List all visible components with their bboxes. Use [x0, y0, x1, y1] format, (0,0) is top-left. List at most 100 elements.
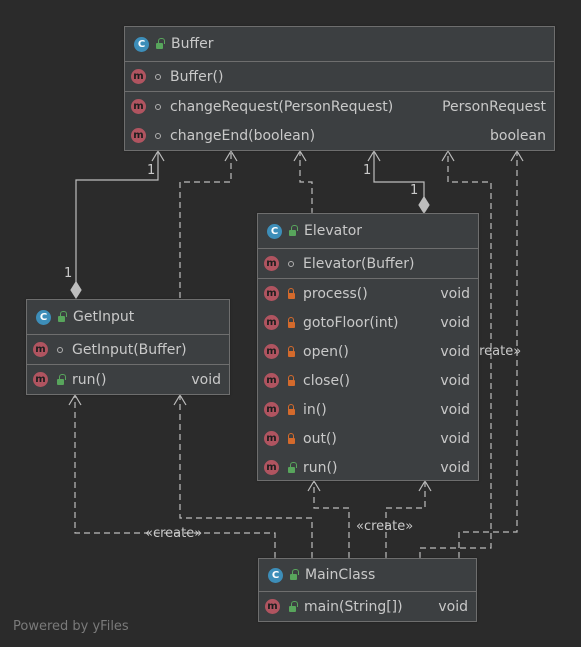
class-node-mainclass[interactable]: C MainClass m main(String[]) void: [258, 558, 477, 622]
constructor-signature: Elevator(Buffer): [303, 255, 415, 272]
arrow-create-getinput: [68, 393, 82, 406]
class-icon: C: [267, 223, 282, 239]
constructor-row[interactable]: m Elevator(Buffer): [258, 249, 478, 278]
method-row[interactable]: m gotoFloor(int) void: [258, 308, 478, 337]
multiplicity-label: 1: [410, 183, 419, 198]
edge-getinput-uses-buffer: [179, 152, 232, 298]
class-icon: C: [36, 309, 51, 325]
method-signature: in(): [303, 401, 327, 418]
method-icon: m: [264, 402, 279, 417]
method-icon: m: [264, 256, 279, 271]
edge-main-creates-elevator: [385, 482, 426, 558]
return-type: boolean: [490, 127, 546, 144]
arrow-main-getinput: [173, 393, 187, 406]
arrow-create-buffer: [441, 149, 455, 162]
class-name: GetInput: [73, 309, 135, 325]
diamond-getinput: [70, 280, 82, 300]
method-icon: m: [264, 344, 279, 359]
method-icon: m: [264, 431, 279, 446]
class-icon: C: [268, 567, 283, 583]
method-signature: gotoFloor(int): [303, 314, 399, 331]
method-signature: run(): [303, 459, 338, 476]
package-visibility-icon: [285, 260, 297, 267]
class-icon: C: [134, 36, 149, 52]
arrow-dep-elevator-buffer: [293, 149, 307, 162]
package-visibility-icon: [152, 103, 164, 110]
class-name: Elevator: [304, 223, 363, 239]
class-header[interactable]: C GetInput: [27, 300, 229, 335]
method-row[interactable]: m close() void: [258, 366, 478, 395]
method-icon: m: [33, 372, 48, 387]
constructor-row[interactable]: m Buffer(): [125, 62, 554, 91]
class-name: MainClass: [305, 567, 376, 583]
private-lock-icon: [285, 403, 297, 415]
return-type: void: [191, 371, 221, 388]
package-visibility-icon: [152, 132, 164, 139]
private-lock-icon: [285, 316, 297, 328]
method-row[interactable]: m main(String[]) void: [259, 592, 476, 621]
method-signature: out(): [303, 430, 337, 447]
arrow-elevator-buffer: [367, 149, 381, 162]
create-stereotype-label: «create»: [145, 526, 203, 541]
class-node-elevator[interactable]: C Elevator m Elevator(Buffer) m process(…: [257, 213, 479, 481]
constructor-signature: GetInput(Buffer): [72, 341, 187, 358]
constructor-row[interactable]: m GetInput(Buffer): [27, 335, 229, 364]
class-header[interactable]: C Buffer: [125, 27, 554, 62]
method-row[interactable]: m process() void: [258, 279, 478, 308]
arrow-main-buffer: [510, 149, 524, 162]
edge-main-uses-elevator: [313, 482, 350, 558]
return-type: void: [440, 430, 470, 447]
method-row[interactable]: m in() void: [258, 395, 478, 424]
edge-main-creates-getinput: [74, 396, 276, 558]
return-type: void: [440, 285, 470, 302]
return-type: void: [438, 598, 468, 615]
edge-elevator-uses-buffer: [299, 152, 313, 214]
edge-elevator-buffer: [373, 152, 425, 198]
return-type: void: [440, 401, 470, 418]
class-header[interactable]: C Elevator: [258, 214, 478, 249]
return-type: void: [440, 314, 470, 331]
method-row[interactable]: m run() void: [258, 453, 478, 482]
method-icon: m: [131, 128, 146, 143]
private-lock-icon: [285, 374, 297, 386]
multiplicity-label: 1: [363, 163, 372, 178]
return-type: void: [440, 372, 470, 389]
method-icon: m: [264, 373, 279, 388]
arrow-getinput-buffer: [151, 149, 165, 162]
constructor-signature: Buffer(): [170, 68, 224, 85]
class-node-buffer[interactable]: C Buffer m Buffer() m changeRequest(Pers…: [124, 26, 555, 151]
package-visibility-icon: [152, 73, 164, 80]
multiplicity-label: 1: [64, 266, 73, 281]
private-lock-icon: [285, 345, 297, 357]
method-row[interactable]: m changeRequest(PersonRequest) PersonReq…: [125, 92, 554, 121]
method-row[interactable]: m changeEnd(boolean) boolean: [125, 121, 554, 150]
method-row[interactable]: m run() void: [27, 365, 229, 394]
return-type: void: [440, 343, 470, 360]
public-lock-icon: [286, 600, 298, 612]
method-icon: m: [264, 315, 279, 330]
method-icon: m: [131, 69, 146, 84]
package-visibility-icon: [54, 346, 66, 353]
diamond-elevator: [418, 195, 430, 215]
method-signature: changeEnd(boolean): [170, 127, 316, 144]
method-icon: m: [33, 342, 48, 357]
return-type: PersonRequest: [442, 98, 546, 115]
method-icon: m: [265, 599, 280, 614]
edge-getinput-buffer: [75, 152, 159, 286]
class-node-getinput[interactable]: C GetInput m GetInput(Buffer) m run() vo…: [26, 299, 230, 395]
method-row[interactable]: m out() void: [258, 424, 478, 453]
method-signature: main(String[]): [304, 598, 403, 615]
method-icon: m: [264, 460, 279, 475]
private-lock-icon: [285, 287, 297, 299]
class-header[interactable]: C MainClass: [259, 559, 476, 592]
method-icon: m: [131, 99, 146, 114]
method-signature: run(): [72, 371, 107, 388]
class-name: Buffer: [171, 36, 214, 52]
powered-by-footer: Powered by yFiles: [13, 619, 129, 634]
public-lock-icon: [285, 461, 297, 473]
public-lock-icon: [287, 569, 299, 580]
arrow-main-elevator: [307, 479, 321, 492]
method-row[interactable]: m open() void: [258, 337, 478, 366]
multiplicity-label: 1: [147, 163, 156, 178]
